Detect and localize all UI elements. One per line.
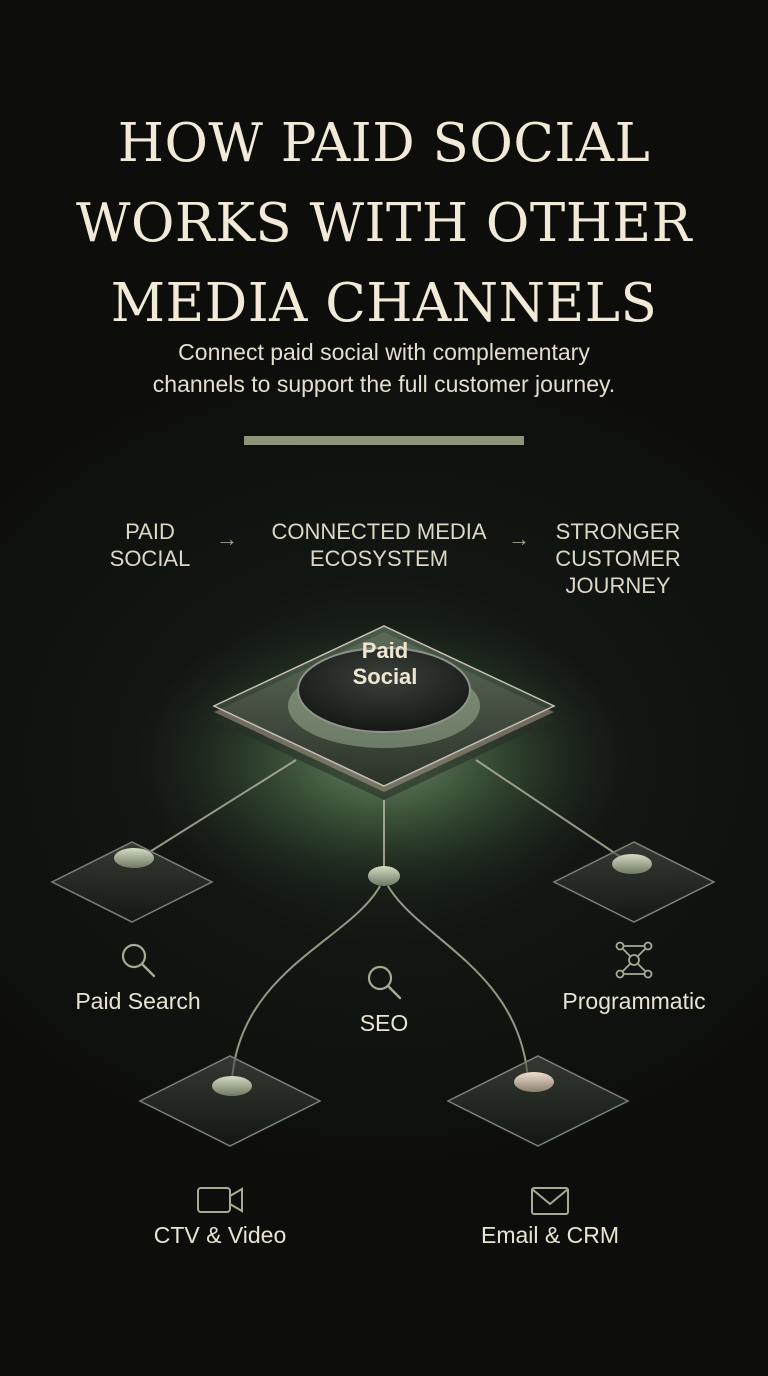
title-line-2: WORKS WITH OTHER xyxy=(75,193,693,254)
flow-step-connected-media: CONNECTED MEDIA ECOSYSTEM xyxy=(252,518,506,572)
label-programmatic: Programmatic xyxy=(562,988,706,1014)
label-email-crm: Email & CRM xyxy=(480,1222,619,1248)
connector-paid-search xyxy=(139,759,297,859)
page-title: HOW PAID SOCIAL WORKS WITH OTHER MEDIA C… xyxy=(0,104,768,344)
plate-programmatic xyxy=(552,841,716,923)
plate-email-crm xyxy=(446,1055,630,1147)
flow-step-paid-social: PAID SOCIAL xyxy=(80,518,220,572)
hub-label: Paid Social xyxy=(300,638,470,690)
search-icon xyxy=(121,943,156,978)
connector-email xyxy=(387,885,529,1081)
connector-lines xyxy=(139,759,629,1081)
search-icon xyxy=(367,965,402,1000)
plate-paid-search xyxy=(50,841,214,923)
label-ctv-video: CTV & Video xyxy=(153,1222,287,1248)
hub-platform xyxy=(212,625,556,800)
arrow-right-icon: → xyxy=(508,526,530,551)
seo-junction xyxy=(368,866,400,886)
flow-step-line: CONNECTED MEDIA xyxy=(271,519,487,544)
connector-ctv xyxy=(231,885,381,1081)
channel-diagram xyxy=(50,610,716,1147)
flow-step-line: PAID xyxy=(125,519,175,544)
hub-label-line: Paid xyxy=(361,638,409,663)
flow-step-line: CUSTOMER xyxy=(555,546,681,571)
envelope-icon xyxy=(531,1187,569,1215)
plate-ctv-video xyxy=(138,1055,322,1147)
flow-step-line: STRONGER xyxy=(555,519,681,544)
connector-programmatic xyxy=(475,759,629,863)
journey-flow: PAID SOCIAL → CONNECTED MEDIA ECOSYSTEM … xyxy=(0,518,768,608)
subtitle: Connect paid social with complementary c… xyxy=(60,336,708,400)
video-camera-icon xyxy=(197,1187,243,1213)
divider xyxy=(244,436,524,445)
label-seo: SEO xyxy=(359,1010,409,1036)
arrow-right-icon: → xyxy=(216,526,238,551)
flow-step-line: ECOSYSTEM xyxy=(309,546,449,571)
title-line-1: HOW PAID SOCIAL xyxy=(117,113,651,174)
flow-step-stronger-journey: STRONGER CUSTOMER JOURNEY xyxy=(540,518,696,599)
flow-step-line: SOCIAL xyxy=(109,546,191,571)
subtitle-line-1: Connect paid social with complementary xyxy=(178,339,590,365)
hub-label-line: Social xyxy=(352,664,418,689)
label-paid-search: Paid Search xyxy=(75,988,201,1014)
subtitle-line-2: channels to support the full customer jo… xyxy=(152,371,616,397)
title-line-3: MEDIA CHANNELS xyxy=(110,273,658,334)
network-icon xyxy=(615,941,653,979)
flow-step-line: JOURNEY xyxy=(565,573,671,598)
